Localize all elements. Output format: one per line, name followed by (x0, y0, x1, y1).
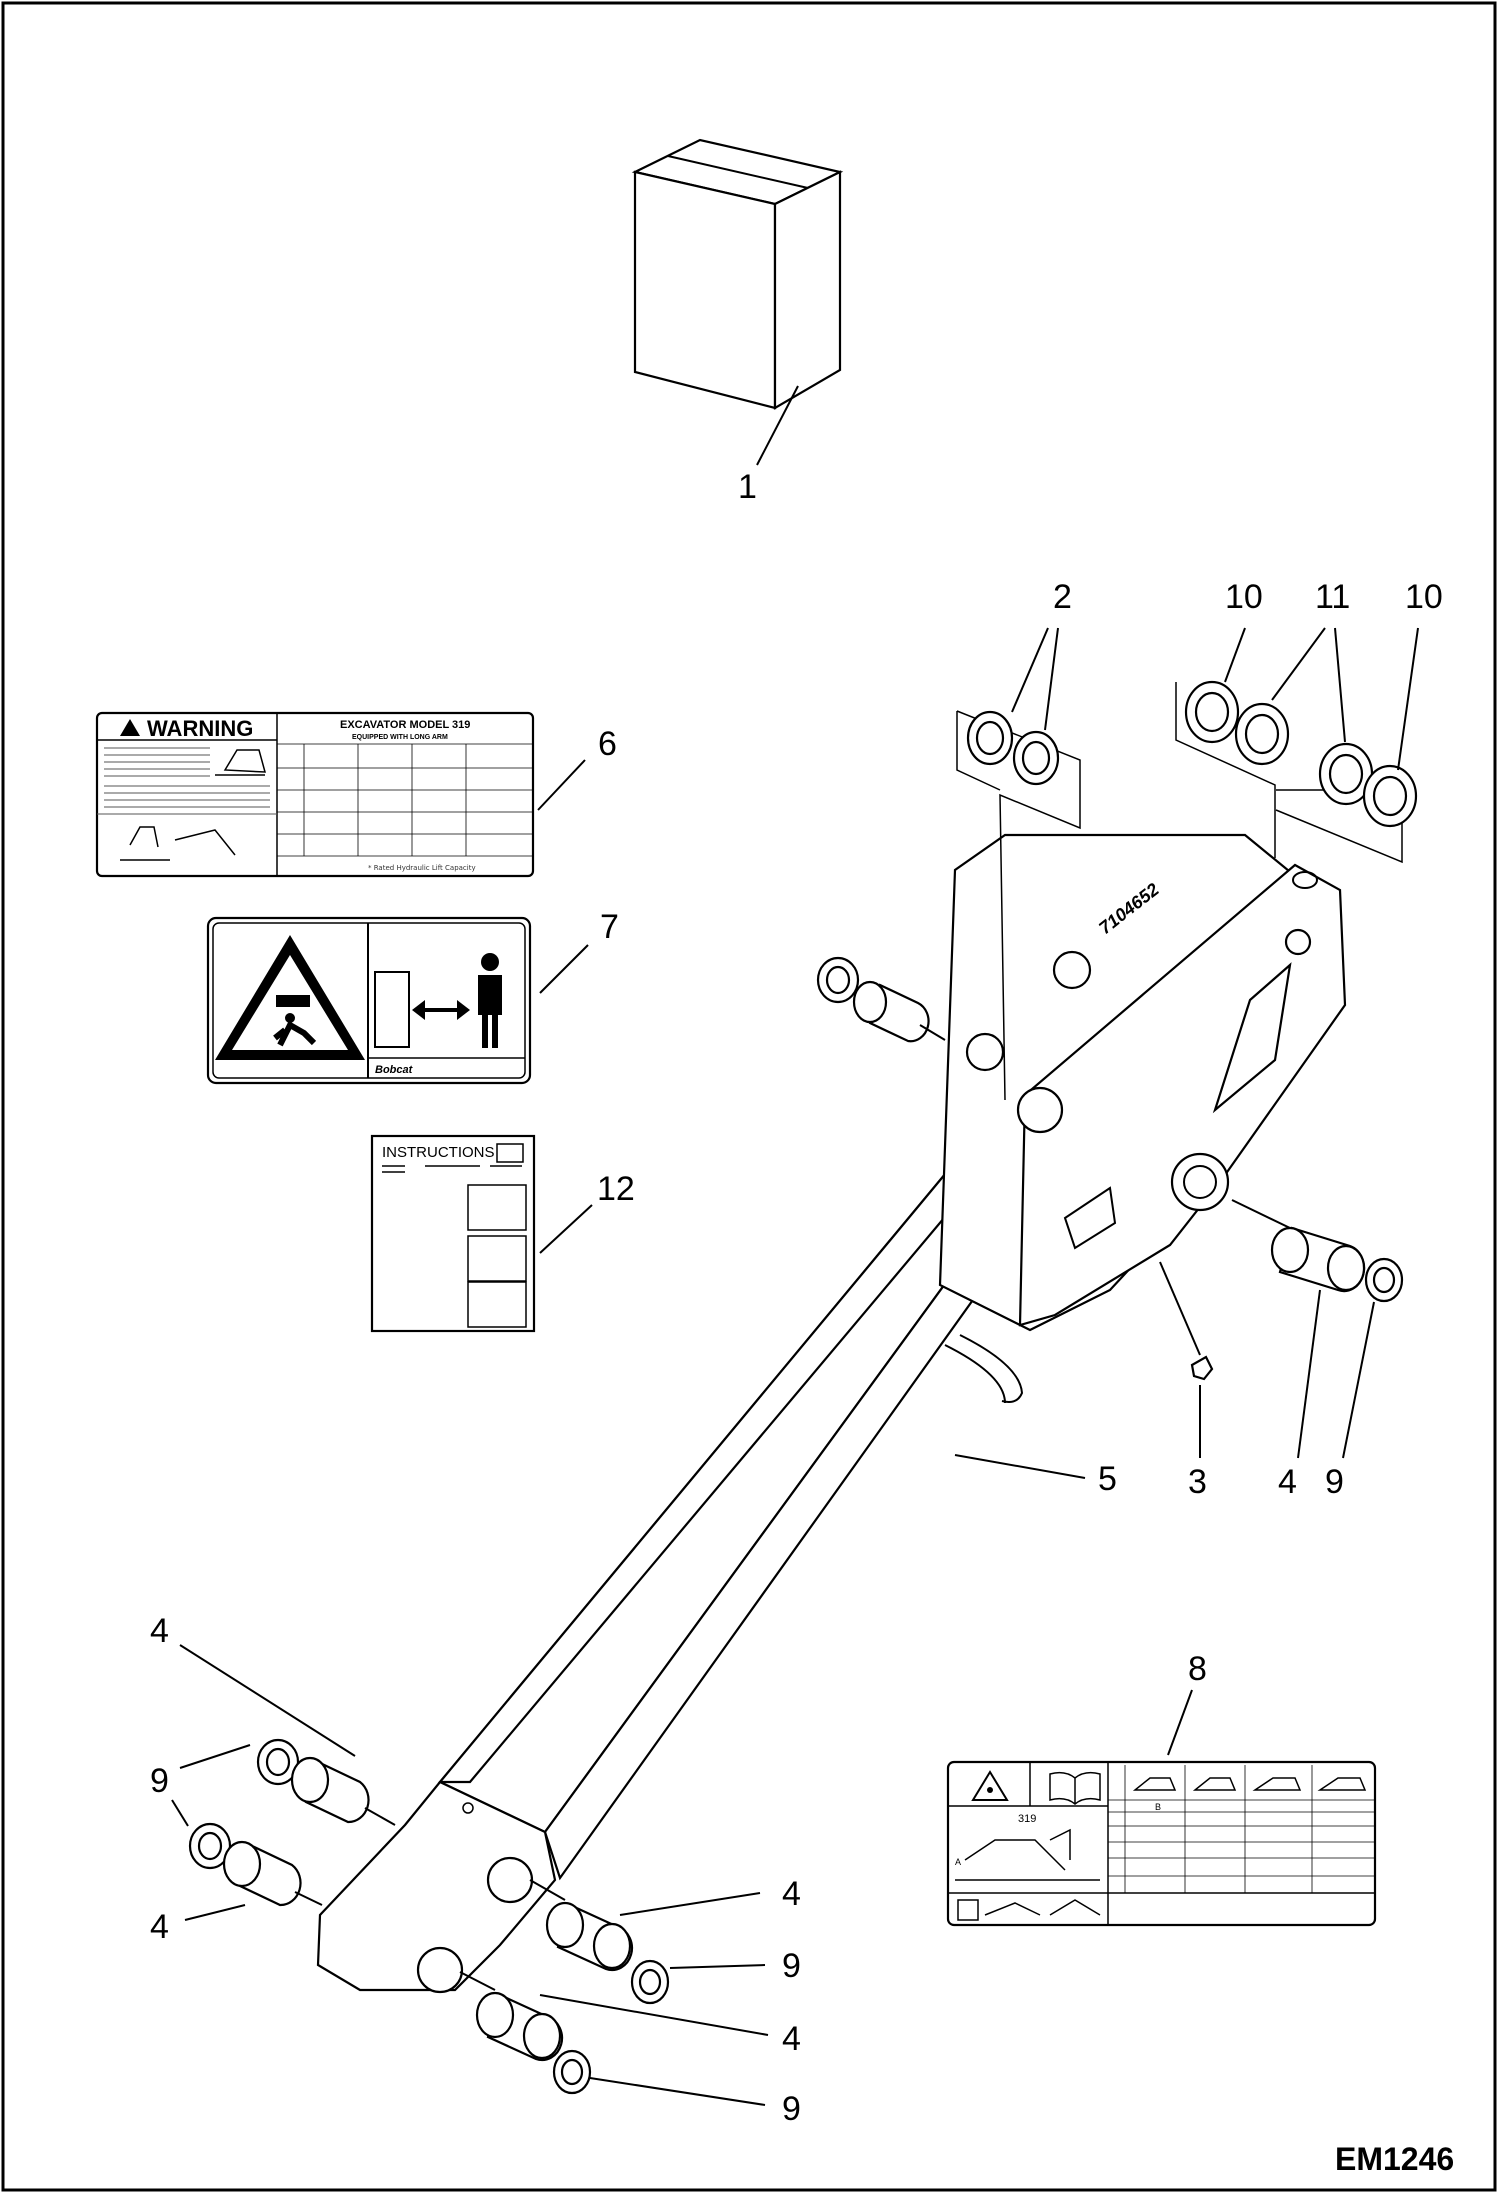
callout-8: 8 (1188, 1650, 1207, 1688)
decal-6-warning-load-chart: WARNING EXCAVATOR MODEL 319 EQUIPPED WIT… (95, 711, 535, 878)
decal-6-model-line2: EQUIPPED WITH LONG ARM (352, 734, 448, 741)
decal-12-instructions: INSTRUCTIONS (370, 1134, 536, 1333)
callout-1: 1 (738, 468, 757, 506)
callout-4-top-right: 4 (1278, 1463, 1297, 1501)
callout-9-lower-right-upper: 9 (782, 1947, 801, 1985)
part-3-grease-fitting (1190, 1355, 1214, 1381)
decal-7-crush-hazard: Bobcat (206, 916, 532, 1085)
callout-4-lower-right-lower: 4 (782, 2020, 801, 2058)
callout-4-lower-right-upper: 4 (782, 1875, 801, 1913)
part-4-9-bushing-top-right (1231, 1199, 1404, 1303)
callout-4-lower-left-lower: 4 (150, 1908, 169, 1946)
callout-9-lower-left-upper: 9 (150, 1762, 169, 1800)
decal-6-warning-text: WARNING (147, 716, 253, 741)
callout-6: 6 (598, 725, 617, 763)
decal-8-axis-b: B (1155, 1802, 1161, 1812)
bushing-top-left (816, 956, 946, 1043)
part-2-shims (956, 710, 1081, 1101)
callout-2: 2 (1053, 578, 1072, 616)
decal-8-model: 319 (1018, 1813, 1036, 1825)
callout-7: 7 (600, 908, 619, 946)
bushings-lower-left (188, 1738, 396, 1907)
decal-6-model-line1: EXCAVATOR MODEL 319 (340, 719, 470, 731)
callout-10-right: 10 (1405, 578, 1443, 616)
callout-12: 12 (597, 1170, 635, 1208)
decal-6-footnote: * Rated Hydraulic Lift Capacity (368, 864, 476, 872)
bushings-lower-right (459, 1879, 670, 2095)
callout-5: 5 (1098, 1460, 1117, 1498)
callout-9-lower-right-lower: 9 (782, 2090, 801, 2128)
decal-12-title: INSTRUCTIONS (382, 1144, 495, 1161)
part-1-box (631, 138, 844, 466)
decal-8-lift-capacity-chart: 319 A B (946, 1760, 1377, 1927)
callout-11: 11 (1315, 578, 1350, 616)
drawing-code: EM1246 (1335, 2141, 1454, 2177)
part-5-arm: 7104652 (316, 833, 1347, 1994)
decal-8-axis-a: A (955, 1857, 961, 1867)
callout-9-top-right: 9 (1325, 1463, 1344, 1501)
callout-4-lower-left-upper: 4 (150, 1612, 169, 1650)
part-10-11-washers (1175, 680, 1418, 864)
callout-3: 3 (1188, 1463, 1207, 1501)
decal-7-brand: Bobcat (375, 1064, 414, 1076)
callout-10-left: 10 (1225, 578, 1263, 616)
